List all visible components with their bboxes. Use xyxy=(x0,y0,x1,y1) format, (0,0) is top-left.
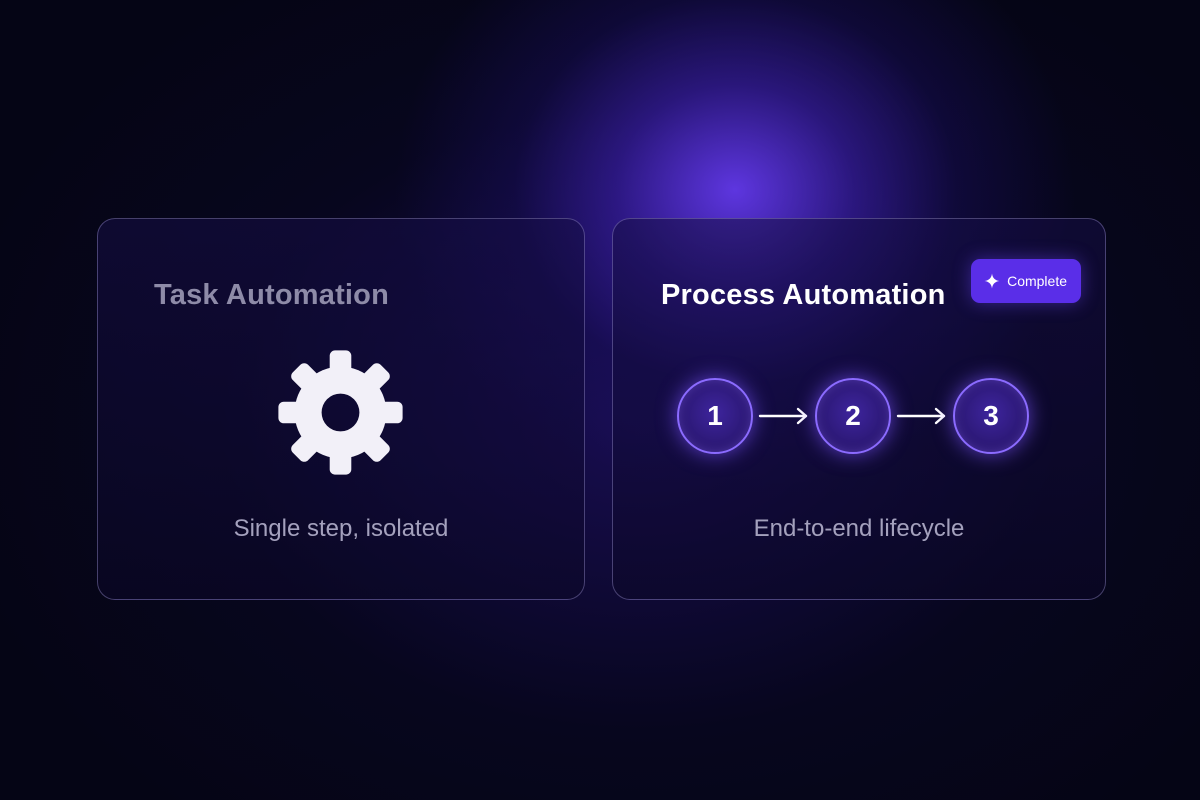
arrow-right-icon xyxy=(753,406,815,426)
card-title: Process Automation xyxy=(661,279,946,311)
card-caption: Single step, isolated xyxy=(233,515,449,542)
card-caption: End-to-end lifecycle xyxy=(753,515,965,542)
status-badge-label: Complete xyxy=(1007,273,1067,289)
task-automation-card: Task Automation xyxy=(97,218,585,600)
step-2: 2 xyxy=(815,378,891,454)
sparkle-icon xyxy=(984,273,1000,289)
status-badge: Complete xyxy=(971,259,1081,303)
card-title: Task Automation xyxy=(154,279,390,311)
process-steps: 1 2 3 xyxy=(677,378,1029,454)
gear-icon xyxy=(278,350,403,475)
arrow-right-icon xyxy=(891,406,953,426)
step-1: 1 xyxy=(677,378,753,454)
step-3: 3 xyxy=(953,378,1029,454)
process-automation-card: Process Automation Complete 1 2 xyxy=(612,218,1106,600)
